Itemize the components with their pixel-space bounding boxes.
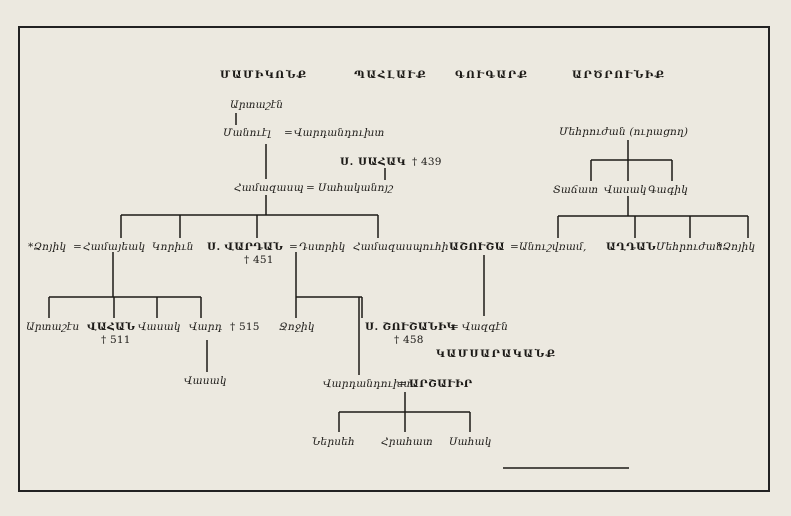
person-sahak: Սահակ [449, 436, 492, 448]
person-vasak-c: Վասակ [184, 375, 227, 387]
marriage-sign: = [398, 378, 407, 390]
person-vasak-b: Վասակ [138, 321, 181, 333]
person-tachat: Տաճատ [553, 184, 599, 196]
person-dzoyk-2: *Ձոյիկ [717, 241, 756, 253]
family-heading-mamikonean: ՄԱՄԻԿՈՆՔ [220, 69, 308, 81]
person-vazgen: Վազգէն [462, 321, 509, 333]
person-vardandukht-2: Վարդանդուխտ [323, 378, 414, 390]
person-vard-death: † 515 [230, 321, 260, 333]
person-artashes: Արտաշէս [26, 321, 80, 333]
person-s-vardan: Ս. ՎԱՐԴԱՆ [207, 241, 284, 253]
person-kortin: Կորիւն [152, 241, 194, 253]
person-merujan-top: Մեհրուժան (ուրացող) [559, 126, 689, 138]
marriage-sign: = [284, 127, 293, 139]
person-merujan-left: Մեհրուժան [656, 241, 723, 253]
family-heading-pahlavik: ՊԱՀԼԱՒՔ [354, 69, 428, 81]
family-heading-artsruni: ԱՐԾՐՈՒՆԻՔ [572, 69, 666, 81]
person-artashen: Արտաշէն [230, 99, 284, 111]
person-manuel: Մանուէլ [223, 127, 271, 139]
person-hamazaspuhi: Համազասպուհի [353, 241, 449, 253]
person-dzoyk: *Ձոյիկ [28, 241, 67, 253]
person-s-sahak-death: † 439 [412, 156, 442, 168]
person-s-shushanik: Ս. ՇՈՒՇԱՆԻԿ [365, 321, 456, 333]
person-vard: Վարդ [189, 321, 223, 333]
person-vahan-death: † 511 [101, 334, 131, 346]
marriage-sign: = [510, 241, 519, 253]
person-nerseh: Ներսեհ [312, 436, 355, 448]
person-s-sahak: Ս. ՍԱՀԱԿ [340, 156, 406, 168]
person-hamazasp: Համազասպ [234, 182, 304, 194]
person-vasak-a: Վասակ [604, 184, 647, 196]
person-ashusha: ԱՇՈՒՇԱ [449, 241, 505, 253]
person-aghdan: ԱՂԴԱՆ [606, 241, 657, 253]
person-anushvram: Անուշվռամ, [519, 241, 587, 253]
family-heading-kamsarakan: ԿԱՄՍԱՐԱԿԱՆՔ [436, 348, 557, 360]
person-vahan: ՎԱՀԱՆ [87, 321, 136, 333]
diagram-frame [18, 26, 770, 492]
marriage-sign: = [73, 241, 82, 253]
person-s-vardan-death: † 451 [244, 254, 274, 266]
person-s-shushanik-death: † 458 [394, 334, 424, 346]
person-dstrik: Դստրիկ [299, 241, 346, 253]
person-arshavir: ԱՐՇԱՒԻՐ [409, 378, 473, 390]
person-hrahat: Հրահատ [381, 436, 433, 448]
person-vardandukht: Վարդանդուխտ [294, 127, 385, 139]
family-heading-gugark: ԳՈՒԳԱՐՔ [455, 69, 529, 81]
person-jojik: Ջոջիկ [279, 321, 315, 333]
person-sahakanoysh: Սահականոյշ [318, 182, 394, 194]
marriage-sign: = [450, 321, 459, 333]
person-hmayeak: Համայեակ [83, 241, 146, 253]
marriage-sign: = [289, 241, 298, 253]
marriage-sign: = [306, 182, 315, 194]
person-gagik: Գագիկ [648, 184, 688, 196]
